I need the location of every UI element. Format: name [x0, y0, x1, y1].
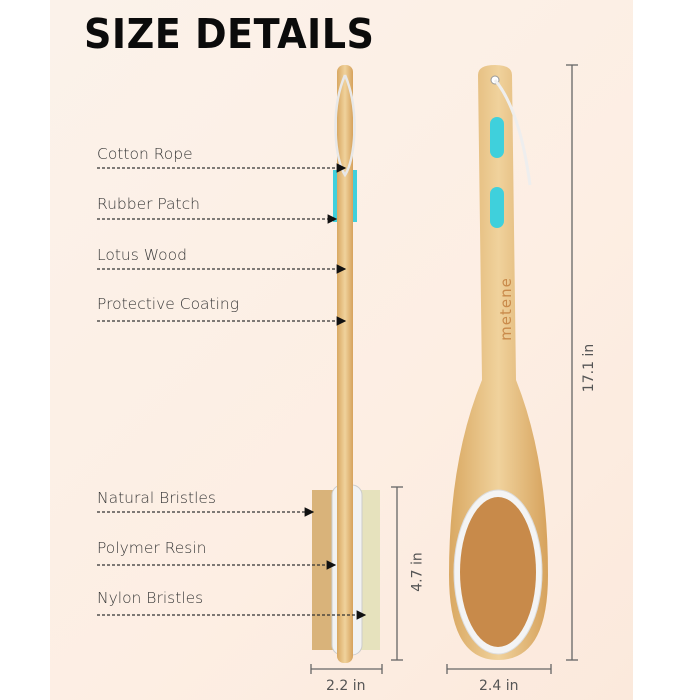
side-view-brush — [312, 65, 380, 663]
dimension-lines — [310, 64, 578, 674]
label-cotton-rope: Cotton Rope — [97, 145, 193, 163]
side-width-label: 2.2 in — [326, 678, 366, 694]
rubber-patch — [490, 187, 504, 228]
label-natural-bristles: Natural Bristles — [97, 489, 216, 507]
front-width-label: 2.4 in — [479, 678, 519, 694]
label-rubber-patch: Rubber Patch — [97, 195, 200, 213]
total-length-label: 17.1 in — [581, 343, 598, 393]
label-polymer-resin: Polymer Resin — [97, 539, 207, 557]
page-title: SIZE DETAILS — [84, 10, 375, 58]
nylon-bristles — [360, 490, 380, 650]
rubber-patch — [333, 170, 337, 222]
label-lotus-wood: Lotus Wood — [97, 246, 187, 264]
natural-bristles — [312, 490, 334, 650]
head-length-label: 4.7 in — [409, 552, 426, 592]
rubber-patch — [490, 117, 504, 158]
cotton-rope — [493, 79, 532, 186]
side-handle — [337, 65, 353, 663]
callout-arrows — [97, 163, 367, 620]
cotton-rope — [334, 74, 356, 178]
brand-logo: metene — [496, 277, 515, 341]
bristle-pad — [460, 497, 536, 647]
label-nylon-bristles: Nylon Bristles — [97, 589, 204, 607]
front-view-brush — [449, 65, 548, 660]
label-protective-coating: Protective Coating — [97, 295, 240, 313]
